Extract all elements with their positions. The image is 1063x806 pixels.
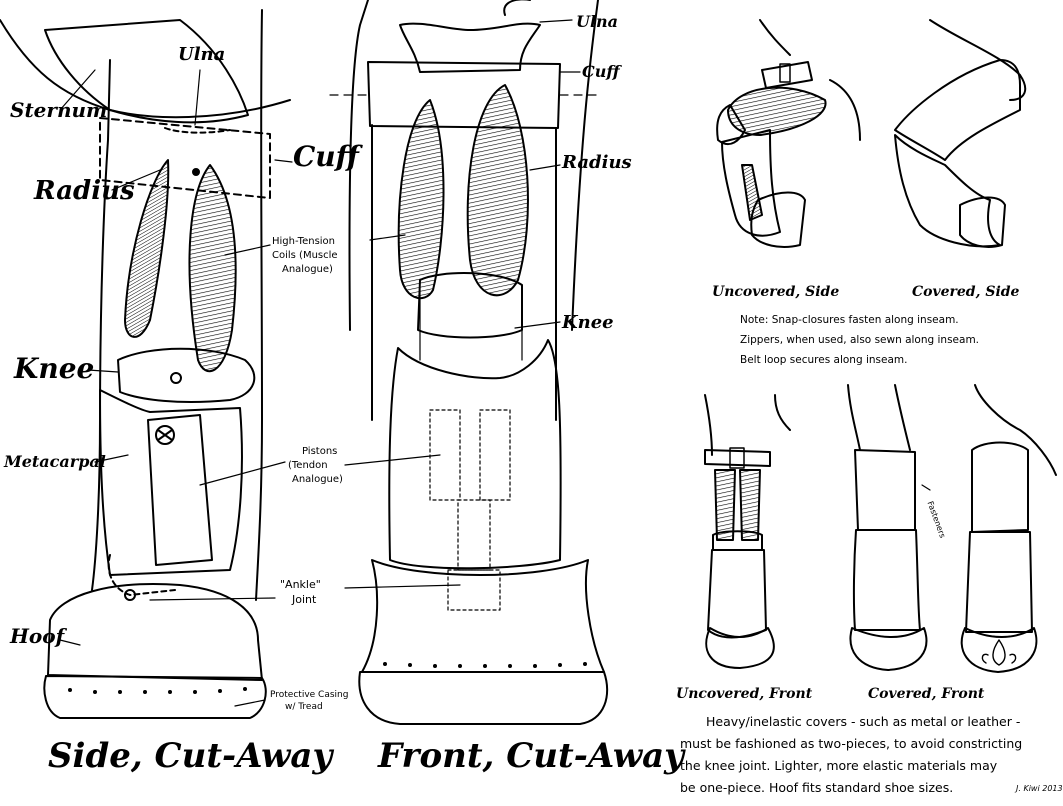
front-ulna-bone bbox=[399, 22, 541, 73]
side-ankle bbox=[107, 554, 176, 596]
label-ankle-1: "Ankle" bbox=[280, 578, 321, 591]
label-ulna-side: Ulna bbox=[178, 44, 226, 65]
label-knee-front: Knee bbox=[562, 312, 614, 333]
paragraph-line-1: Heavy/inelastic covers - such as metal o… bbox=[706, 714, 1021, 729]
side-cuff bbox=[99, 117, 271, 199]
paragraph-line-4: be one-piece. Hoof fits standard shoe si… bbox=[680, 780, 954, 795]
front-casing bbox=[358, 671, 609, 725]
label-pistons-1: Pistons bbox=[302, 446, 338, 457]
caption-uncovered-front: Uncovered, Front bbox=[676, 686, 813, 702]
label-knee-side: Knee bbox=[14, 352, 95, 385]
uncovered-front-hoof bbox=[705, 627, 775, 669]
title-front-cutaway: Front, Cut-Away bbox=[378, 736, 684, 776]
uncovered-side-cannon bbox=[721, 129, 781, 237]
uncovered-front-knee bbox=[712, 530, 763, 551]
front-radius-right bbox=[466, 84, 529, 297]
note-line-2: Zippers, when used, also sewn along inse… bbox=[740, 334, 980, 346]
note-line-3: Belt loop secures along inseam. bbox=[740, 354, 908, 366]
covered-side-drawing bbox=[894, 19, 1027, 248]
label-radius-side: Radius bbox=[34, 176, 135, 206]
label-metacarpal: Metacarpal bbox=[4, 452, 106, 471]
side-cutaway-drawing bbox=[0, 9, 293, 719]
side-hoof bbox=[47, 583, 263, 681]
front-metacarpal bbox=[388, 339, 562, 570]
side-coil bbox=[188, 164, 237, 373]
side-radius bbox=[124, 159, 170, 338]
covered-side-upper bbox=[894, 59, 1021, 161]
label-radius-front: Radius bbox=[562, 152, 632, 173]
label-cuff-side: Cuff bbox=[293, 140, 359, 173]
title-side-cutaway: Side, Cut-Away bbox=[48, 736, 333, 776]
label-pistons-3: Analogue) bbox=[292, 474, 343, 485]
paragraph-line-2: must be fashioned as two-pieces, to avoi… bbox=[680, 736, 1023, 751]
label-ankle-2: Joint bbox=[292, 593, 317, 606]
front-radius-left bbox=[397, 99, 445, 300]
uncovered-front-drawing bbox=[704, 394, 791, 669]
covered-side-lower bbox=[894, 134, 1001, 248]
caption-uncovered-side: Uncovered, Side bbox=[712, 284, 840, 300]
covered-front-alt-upper bbox=[971, 441, 1029, 533]
uncovered-side-coils bbox=[727, 86, 827, 136]
side-metacarpal bbox=[99, 389, 243, 576]
uncovered-side-drawing bbox=[716, 19, 861, 248]
uncovered-front-cuff bbox=[704, 449, 771, 467]
covered-side-hoof bbox=[959, 196, 1006, 248]
side-knee bbox=[117, 347, 256, 404]
label-casing-2: w/ Tread bbox=[285, 702, 323, 712]
caption-covered-side: Covered, Side bbox=[912, 284, 1020, 300]
artist-signature: J. Kiwi 2013 bbox=[1016, 784, 1063, 793]
caption-covered-front: Covered, Front bbox=[868, 686, 985, 702]
label-sternum: Sternum bbox=[10, 98, 108, 122]
front-cuff bbox=[367, 61, 561, 129]
covered-front-alt-hoof bbox=[960, 627, 1038, 673]
label-hoof: Hoof bbox=[10, 624, 65, 648]
side-sternum-plate bbox=[44, 19, 249, 124]
uncovered-side-hoof bbox=[750, 191, 806, 248]
label-ulna-front: Ulna bbox=[576, 12, 619, 31]
covered-front-drawing bbox=[847, 384, 1057, 673]
note-line-1: Note: Snap-closures fasten along inseam. bbox=[740, 314, 959, 326]
side-casing bbox=[43, 675, 267, 719]
label-casing-1: Protective Casing bbox=[270, 690, 349, 700]
label-pistons-2: (Tendon bbox=[288, 460, 328, 471]
label-coils-2: Coils (Muscle bbox=[272, 250, 338, 261]
covered-front-lower bbox=[852, 529, 921, 631]
covered-front-hoof bbox=[849, 627, 928, 671]
paragraph-line-3: the knee joint. Lighter, more elastic ma… bbox=[680, 758, 998, 773]
label-coils-1: High-Tension bbox=[272, 236, 336, 247]
front-hoof bbox=[361, 559, 605, 673]
label-cuff-front: Cuff bbox=[582, 62, 620, 81]
fleur-emblem bbox=[981, 639, 1017, 666]
covered-front-upper bbox=[854, 449, 916, 531]
uncovered-front-cannon bbox=[707, 549, 767, 639]
uncovered-side-cuff bbox=[761, 61, 813, 89]
covered-front-alt-lower bbox=[965, 531, 1033, 633]
front-cutaway-drawing bbox=[329, 0, 609, 725]
label-coils-3: Analogue) bbox=[282, 264, 333, 275]
uncovered-front-coils bbox=[714, 469, 736, 541]
